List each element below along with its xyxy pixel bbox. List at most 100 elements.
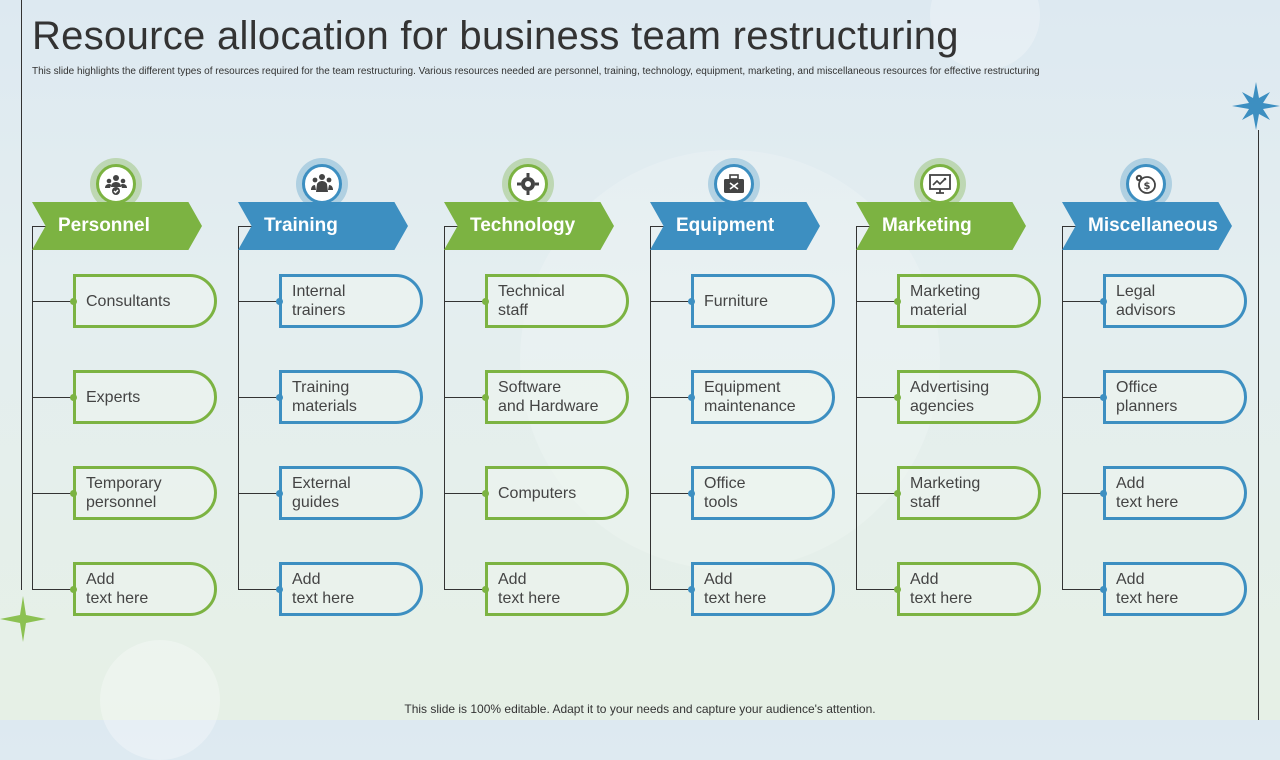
- resource-item-label: Add text here: [704, 571, 767, 607]
- tree-connector: [856, 226, 857, 590]
- resource-item-label: External guides: [292, 475, 351, 511]
- resource-item-label: Consultants: [86, 292, 171, 310]
- tree-connector: [650, 226, 666, 227]
- resource-item: Computers: [485, 466, 629, 520]
- page-title: Resource allocation for business team re…: [32, 14, 959, 58]
- background-circle: [100, 640, 220, 760]
- branch-connector: [444, 301, 486, 302]
- team-check-icon: [96, 164, 136, 204]
- resource-item-label: Add text here: [292, 571, 355, 607]
- resource-item: Add text here: [73, 562, 217, 616]
- resource-item: Experts: [73, 370, 217, 424]
- category-heading: Training: [264, 215, 338, 236]
- branch-connector: [650, 493, 692, 494]
- resource-item: Furniture: [691, 274, 835, 328]
- star-icon: [1232, 82, 1280, 130]
- tree-connector: [1062, 226, 1063, 590]
- branch-connector: [238, 493, 280, 494]
- tree-connector: [444, 226, 445, 590]
- resource-item: Add text here: [1103, 562, 1247, 616]
- branch-connector: [1062, 493, 1104, 494]
- svg-text:$: $: [1144, 181, 1151, 192]
- tree-connector: [856, 226, 872, 227]
- connector-dot: [894, 394, 901, 401]
- resource-item-label: Experts: [86, 388, 141, 406]
- resource-item-label: Add text here: [498, 571, 561, 607]
- branch-connector: [444, 589, 486, 590]
- resource-item: Marketing material: [897, 274, 1041, 328]
- connector-dot: [276, 298, 283, 305]
- icon-badge: [708, 158, 760, 210]
- category-heading: Technology: [470, 215, 576, 236]
- right-decor-line: [1258, 130, 1259, 720]
- resource-item: Internal trainers: [279, 274, 423, 328]
- category-heading: Marketing: [882, 215, 972, 236]
- branch-connector: [650, 301, 692, 302]
- branch-connector: [32, 397, 74, 398]
- resource-item-label: Furniture: [704, 292, 769, 310]
- branch-connector: [238, 301, 280, 302]
- connector-dot: [894, 298, 901, 305]
- connector-dot: [70, 490, 77, 497]
- presentation-board-icon: [920, 164, 960, 204]
- money-settings-icon: $: [1126, 164, 1166, 204]
- category-chevron: [650, 202, 820, 250]
- tree-connector: [238, 226, 239, 590]
- connector-dot: [688, 490, 695, 497]
- resource-item: Office tools: [691, 466, 835, 520]
- branch-connector: [444, 397, 486, 398]
- connector-dot: [482, 490, 489, 497]
- footer-note: This slide is 100% editable. Adapt it to…: [404, 702, 876, 716]
- branch-connector: [32, 301, 74, 302]
- category-heading: Miscellaneous: [1088, 215, 1218, 236]
- connector-dot: [688, 394, 695, 401]
- resource-item-label: Temporary personnel: [86, 475, 162, 511]
- icon-badge: [502, 158, 554, 210]
- resource-item-label: Legal advisors: [1116, 283, 1176, 319]
- branch-connector: [238, 589, 280, 590]
- resource-item: Technical staff: [485, 274, 629, 328]
- connector-dot: [482, 298, 489, 305]
- connector-dot: [894, 490, 901, 497]
- branch-connector: [650, 397, 692, 398]
- branch-connector: [856, 397, 898, 398]
- connector-dot: [276, 394, 283, 401]
- connector-dot: [1100, 490, 1107, 497]
- category-heading: Equipment: [676, 215, 775, 236]
- connector-dot: [1100, 298, 1107, 305]
- connector-dot: [894, 586, 901, 593]
- resource-item-label: Add text here: [910, 571, 973, 607]
- page-subtitle: This slide highlights the different type…: [32, 66, 1040, 77]
- resource-item: Marketing staff: [897, 466, 1041, 520]
- left-decor-line: [21, 0, 22, 590]
- resource-item: Add text here: [691, 562, 835, 616]
- category-chevron: [1062, 202, 1232, 250]
- chip-gear-icon: [508, 164, 548, 204]
- resource-item-label: Equipment maintenance: [704, 379, 796, 415]
- resource-item-label: Add text here: [86, 571, 149, 607]
- resource-item: Training materials: [279, 370, 423, 424]
- category-chevron: [444, 202, 614, 250]
- category-chevron: [32, 202, 202, 250]
- resource-item-label: Computers: [498, 484, 577, 502]
- branch-connector: [650, 589, 692, 590]
- branch-connector: [32, 493, 74, 494]
- connector-dot: [70, 298, 77, 305]
- resource-item-label: Office planners: [1116, 379, 1178, 415]
- resource-item: Add text here: [1103, 466, 1247, 520]
- icon-badge: [914, 158, 966, 210]
- resource-item-label: Marketing material: [910, 283, 981, 319]
- icon-badge: $: [1120, 158, 1172, 210]
- resource-item-label: Office tools: [704, 475, 746, 511]
- connector-dot: [70, 394, 77, 401]
- branch-connector: [856, 301, 898, 302]
- branch-connector: [32, 589, 74, 590]
- connector-dot: [276, 586, 283, 593]
- toolbox-icon: [714, 164, 754, 204]
- connector-dot: [688, 298, 695, 305]
